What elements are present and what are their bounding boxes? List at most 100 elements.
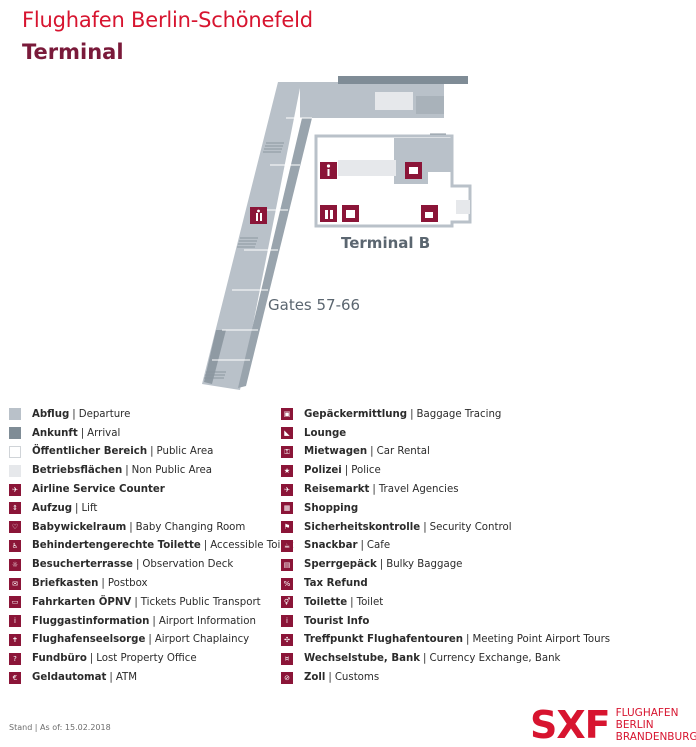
legend-label-en: Lift [81,502,98,514]
tourist-info-icon: i [281,615,293,628]
legend-separator: | [101,578,105,590]
legend-label-de: Polizei [304,465,342,477]
terminal-map [202,76,472,390]
cafe-icon: ☕ [281,539,293,552]
lost-property-icon: ? [9,652,21,665]
lounge-icon: ◣ [281,427,293,440]
logo-line-1: FLUGHAFEN [615,707,679,719]
public-area-swatch [9,445,21,458]
bulky-baggage-icon: ▤ [281,558,293,571]
sxf-logo: SXF FLUGHAFEN BERLIN BRANDENBURG [530,706,696,744]
legend-label-en: Baby Changing Room [135,521,246,533]
legend-item: Ankunft|Arrival [9,424,293,443]
accessible-toilet-icon: ♿ [9,539,21,552]
legend-separator: | [72,408,76,420]
legend-separator: | [372,484,376,496]
legend-item: Öffentlicher Bereich|Public Area [9,443,293,462]
legend-separator: | [466,634,470,646]
arrival-swatch [9,427,21,440]
legend-item: ☼Besucherterrasse|Observation Deck [9,555,293,574]
as-of-date: Stand | As of: 15.02.2018 [9,723,111,732]
legend-separator: | [150,446,154,458]
legend-label-en: Baggage Tracing [416,408,502,420]
page-subtitle: Terminal [22,40,124,64]
legend-label-de: Reisemarkt [304,484,370,496]
legend-item: ⚥Toilette|Toilet [281,593,610,612]
legend-label-de: Airline Service Counter [32,484,165,496]
legend-separator: | [152,615,156,627]
legend-label-de: Tax Refund [304,578,368,590]
legend-label-de: Babywickelraum [32,521,127,533]
legend-item: ?Fundbüro|Lost Property Office [9,649,293,668]
legend-item: ▦Shopping [281,499,610,518]
legend-label-en: Meeting Point Airport Tours [472,634,611,646]
legend-item: ⚑ Sicherheitskontrolle|Security Control [281,518,610,537]
map-symbols [250,162,438,224]
accessible-toilet-map-icon [320,205,337,222]
legend-separator: | [328,672,332,684]
legend-label-de: Zoll [304,672,326,684]
legend-label-de: Flughafenseelsorge [32,634,146,646]
legend-separator: | [360,540,364,552]
legend-separator: | [134,596,138,608]
roof-strip [338,76,468,84]
legend-separator: | [423,521,427,533]
legend-label-en: ATM [115,672,138,684]
legend-separator: | [89,653,94,665]
legend-separator: | [370,446,374,458]
legend-label-de: Fahrkarten ÖPNV [32,596,132,608]
legend-item: % Tax Refund [281,574,610,593]
legend-right-column: ▣Gepäckermittlung|Baggage Tracing◣Lounge… [281,405,610,687]
legend-label-de: Snackbar [304,540,358,552]
legend-label-en: Tickets Public Transport [140,596,261,608]
legend-label-de: Öffentlicher Bereich [32,446,148,458]
legend-separator: | [75,502,79,514]
legend-item: ▤Sperrgepäck|Bulky Baggage [281,555,610,574]
gates-pier [202,82,338,390]
legend-label-de: Gepäckermittlung [304,408,408,420]
chaplaincy-icon: ✝ [9,633,21,646]
legend-label-en: Postbox [107,578,148,590]
legend-item: ✝Flughafenseelsorge|Airport Chaplaincy [9,631,293,650]
departure-swatch [9,408,21,421]
legend-label-en: Non Public Area [131,465,213,477]
gates-label: Gates 57-66 [268,296,361,314]
legend-label-en: Security Control [429,521,512,533]
legend-label-en: Customs [334,672,380,684]
non-public-area-swatch [9,464,21,477]
legend-label-de: Toilette [304,596,348,608]
logo-line-2: BERLIN [615,719,654,731]
logo-line-3: BRANDENBURG [615,731,696,743]
lift-icon: ⇕ [9,502,21,515]
legend-label-en: Public Area [156,446,214,458]
logo-text: FLUGHAFEN BERLIN BRANDENBURG [616,707,696,743]
observation-deck-icon: ☼ [9,558,21,571]
legend-label-en: Observation Deck [142,559,234,571]
security-control-icon: ⚑ [281,521,293,534]
legend-item: ⇕Aufzug|Lift [9,499,293,518]
legend-separator: | [109,672,113,684]
postbox-icon: ✉ [9,577,21,590]
legend-label-de: Fundbüro [32,653,87,665]
legend-separator: | [410,408,414,420]
legend-label-de: Sicherheitskontrolle [304,521,421,533]
baggage-tracing-icon: ▣ [281,408,293,421]
upper-room [416,96,444,114]
meeting-point-icon: ✣ [281,633,293,646]
legend-item: ♿Behindertengerechte Toilette|Accessible… [9,537,293,556]
legend-item: ✈Airline Service Counter [9,480,293,499]
tickets-icon: ▭ [9,596,21,609]
legend-label-de: Abflug [32,408,70,420]
currency-exchange-icon: ¤ [281,652,293,665]
legend-item: €Geldautomat|ATM [9,668,293,687]
legend-label-de: Behindertengerechte Toilette [32,540,201,552]
legend-label-de: Ankunft [32,427,78,439]
legend-separator: | [135,559,140,571]
legend-label-en: Police [351,465,381,477]
legend-item: Abflug|Departure [9,405,293,424]
legend-label-en: Cafe [366,540,391,552]
tax-refund-icon: % [281,577,293,590]
legend-label-en: Accessible Toilet [210,540,294,552]
terminal-b-label: Terminal B [341,234,431,252]
legend-item: ¤Wechselstube, Bank|Currency Exchange, B… [281,649,610,668]
